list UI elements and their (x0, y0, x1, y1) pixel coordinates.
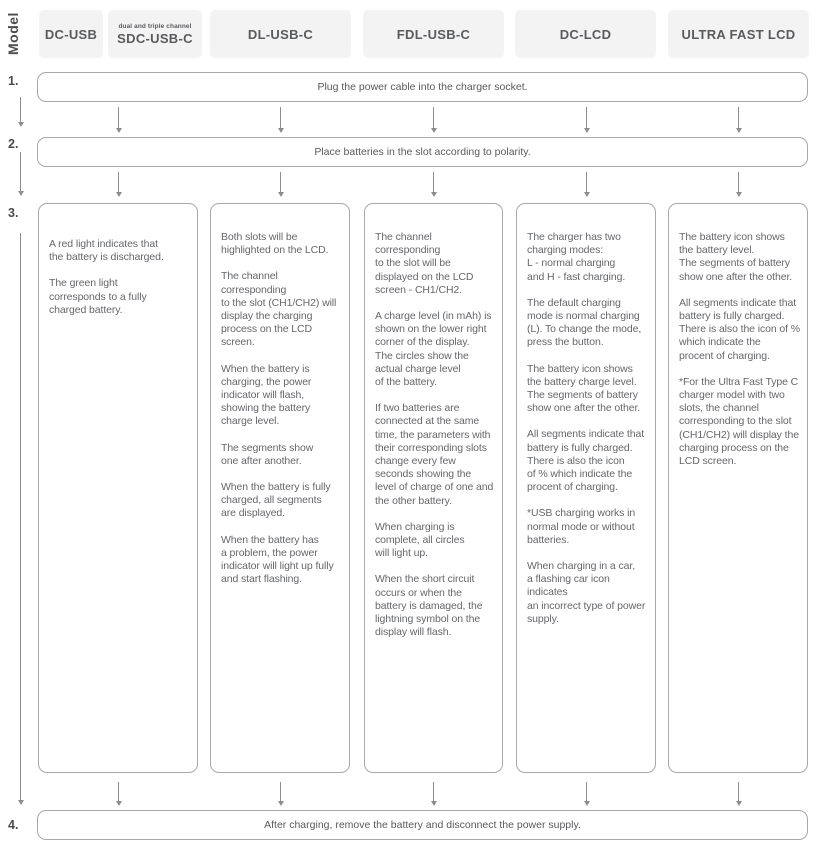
flow-arrow-down-icon (583, 172, 590, 197)
flow-arrow-down-icon (583, 782, 590, 806)
model-name: DL-USB-C (247, 26, 314, 42)
paragraph: The charger has two charging modes: L - … (527, 231, 626, 283)
model-name: DC-LCD (559, 26, 612, 42)
flow-arrow-down-icon (430, 107, 437, 133)
model-header-dc-lcd: DC-LCD (515, 10, 656, 58)
paragraph: The channel corresponding to the slot wi… (375, 231, 474, 296)
paragraph: *USB charging works in normal mode or wi… (527, 507, 636, 546)
model-name: ULTRA FAST LCD (681, 26, 796, 42)
paragraph: When the battery has a problem, the powe… (221, 533, 334, 586)
model-header-dl-usb-c: DL-USB-C (210, 10, 351, 58)
paragraph: The segments show one after another. (221, 441, 314, 467)
flow-arrow-down-icon (277, 172, 284, 197)
step-1-number: 1. (8, 74, 19, 88)
step-3-number: 3. (8, 206, 19, 220)
step-4-number: 4. (8, 818, 19, 832)
paragraph: When charging in a car, a flashing car i… (527, 560, 646, 625)
paragraph: When charging is complete, all circles w… (375, 520, 465, 560)
paragraph: All segments indicate that battery is fu… (527, 428, 645, 494)
step-2-box: Place batteries in the slot according to… (37, 137, 808, 167)
paragraph: The green light corresponds to a fully c… (49, 277, 147, 316)
flow-arrow-down-icon (277, 107, 284, 133)
paragraph: Both slots will be highlighted on the LC… (221, 231, 329, 257)
paragraph: The battery icon shows the battery level… (679, 231, 793, 283)
paragraph: *For the Ultra Fast Type C charger model… (679, 375, 799, 468)
step-3-box-sdc-usb-c: Both slots will be highlighted on the LC… (210, 203, 350, 773)
flow-arrow-down-icon (277, 782, 284, 806)
paragraph: When the short circuit occurs or when th… (375, 573, 483, 639)
paragraph: When the battery is fully charged, all s… (221, 481, 331, 520)
paragraph: A charge level (in mAh) is shown on the … (375, 310, 492, 389)
model-name: DC-USB (44, 26, 98, 42)
model-header-fdl-usb-c: FDL-USB-C (363, 10, 504, 58)
flow-arrow-step2-step3-icon (17, 152, 24, 196)
model-header-sdc-usb-c: dual and triple channel SDC-USB-C (108, 10, 202, 58)
flow-arrow-down-icon (115, 782, 122, 806)
step-2-text: Place batteries in the slot according to… (314, 146, 531, 158)
paragraph: The default charging mode is normal char… (527, 296, 642, 349)
model-name: SDC-USB-C (117, 30, 193, 46)
step-3-box-ultra-fast-lcd: The battery icon shows the battery level… (668, 203, 808, 773)
paragraph: If two batteries are connected at the sa… (375, 402, 494, 507)
model-axis-label: Model (5, 12, 21, 56)
flow-arrow-down-icon (430, 782, 437, 806)
model-header-dc-usb: DC-USB (39, 10, 103, 58)
flow-arrow-down-icon (735, 107, 742, 133)
flow-arrow-step1-step2-icon (17, 97, 24, 127)
flow-arrow-down-icon (115, 107, 122, 133)
flow-arrow-down-icon (583, 107, 590, 133)
paragraph: The battery icon shows the battery charg… (527, 362, 641, 415)
flow-arrow-down-icon (735, 782, 742, 806)
model-name: FDL-USB-C (396, 26, 471, 42)
flow-arrow-down-icon (115, 172, 122, 197)
paragraph: All segments indicate that battery is fu… (679, 296, 801, 362)
flow-arrow-down-icon (735, 172, 742, 197)
step-2-number: 2. (8, 137, 19, 151)
flow-arrow-step3-step4-icon (17, 233, 24, 805)
step-3-box-fdl-usb-c: The channel corresponding to the slot wi… (364, 203, 503, 773)
model-subtitle: dual and triple channel (118, 22, 192, 30)
step-1-text: Plug the power cable into the charger so… (317, 81, 528, 93)
step-3-box-dc-lcd: The charger has two charging modes: L - … (516, 203, 656, 773)
model-header-ultra-fast-lcd: ULTRA FAST LCD (668, 10, 809, 58)
paragraph: A red light indicates that the battery i… (49, 238, 164, 264)
step-4-text: After charging, remove the battery and d… (264, 819, 581, 831)
paragraph: When the battery is charging, the power … (221, 362, 312, 428)
paragraph: The channel corresponding to the slot (C… (221, 270, 337, 349)
step-4-box: After charging, remove the battery and d… (37, 810, 808, 840)
step-1-box: Plug the power cable into the charger so… (37, 72, 808, 102)
step-3-box-dc-usb: A red light indicates that the battery i… (38, 203, 198, 773)
flow-arrow-down-icon (430, 172, 437, 197)
